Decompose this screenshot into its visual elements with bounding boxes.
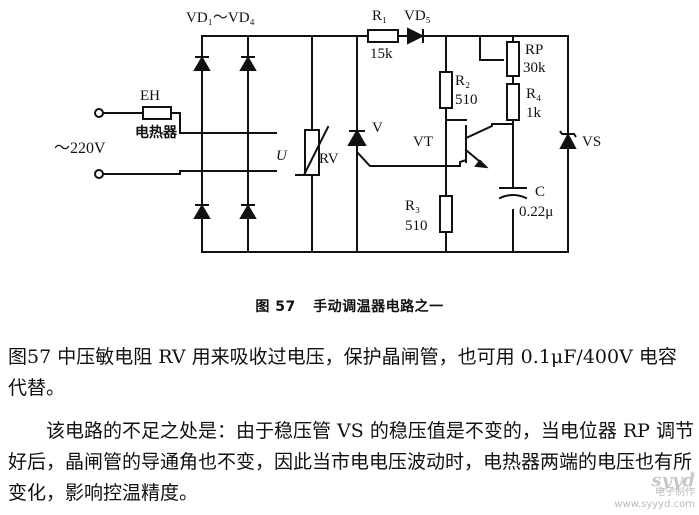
vt-emitter-lead (464, 123, 514, 140)
rp-wiper (479, 35, 504, 61)
label-r4: R₄ (526, 86, 541, 102)
rp-potentiometer (506, 41, 520, 77)
ac-terminal-bottom (94, 169, 104, 179)
label-r2: R₂ (455, 73, 470, 89)
diode-vd3 (193, 204, 211, 219)
label-r4-value: 1k (526, 105, 542, 121)
label-u: U (276, 148, 288, 164)
label-r1-value: 15k (370, 46, 393, 62)
rv-slash (295, 125, 330, 176)
figure-caption: 图 57 手动调温器电路之一 (0, 296, 699, 316)
label-mains: ～220V (54, 140, 106, 157)
watermark-line2: www.syyyd.com (614, 499, 695, 510)
paragraph-1-text: 图57 中压敏电阻 RV 用来吸收过电压，保护晶闸管，也可用 0.1μF/400… (8, 346, 677, 399)
paragraph-1: 图57 中压敏电阻 RV 用来吸收过电压，保护晶闸管，也可用 0.1μF/400… (8, 342, 694, 404)
rv-varistor (304, 129, 320, 176)
r1-resistor (367, 29, 399, 43)
capacitor-plate-bottom (498, 194, 528, 200)
label-vt: VT (413, 134, 433, 150)
r2-resistor (439, 71, 453, 109)
label-rv: RV (319, 151, 339, 167)
diode-vd2 (239, 56, 257, 71)
label-vd1-vd4: VD₁～VD₄ (186, 10, 255, 26)
label-heater: 电热器 (135, 124, 178, 141)
paragraph-2-text: 该电路的不足之处是：由于稳压管 VS 的稳压值是不变的，当电位器 RP 调节好后… (8, 420, 694, 504)
diode-vd1 (193, 56, 211, 71)
r4-resistor (506, 83, 520, 121)
label-vd5: VD₅ (404, 8, 431, 24)
label-vs: VS (582, 134, 601, 150)
label-c-value: 0.22μ (519, 204, 553, 220)
label-v: V (372, 120, 383, 136)
label-r3-value: 510 (405, 218, 428, 234)
vt-base-lead (459, 158, 468, 167)
label-rp: RP (525, 42, 543, 58)
diode-vd5 (407, 27, 425, 45)
thyristor-gate (355, 150, 461, 167)
r3-resistor (439, 195, 453, 233)
zener-vs (559, 130, 577, 149)
label-r3: R₃ (405, 198, 420, 214)
figure-caption-title: 手动调温器电路之一 (313, 299, 444, 315)
watermark: syyd 电子制作 www.syyyd.com (614, 470, 695, 511)
circuit-diagram: VD₁～VD₄ R₁ 15k VD₅ RP 30k R₂ 510 R₄ 1k E… (54, 8, 601, 253)
paragraph-2: 该电路的不足之处是：由于稳压管 VS 的稳压值是不变的，当电位器 RP 调节好后… (8, 416, 694, 509)
diode-vd4 (239, 204, 257, 219)
label-eh: EH (140, 88, 160, 104)
figure-caption-number: 图 57 (255, 299, 296, 315)
label-rp-value: 30k (523, 60, 546, 76)
ac-terminal-top (94, 108, 104, 118)
label-r2-value: 510 (455, 92, 478, 108)
watermark-line1: 电子制作 (655, 487, 695, 498)
eh-heater-resistor (142, 106, 172, 120)
label-r1: R₁ (372, 8, 387, 24)
wire-input-top (102, 112, 277, 134)
wire-input-bottom (102, 170, 277, 175)
label-c: C (535, 184, 545, 200)
vt-emitter-arrow (474, 159, 489, 169)
thyristor-v-symbol (347, 128, 367, 146)
watermark-logo: syyd (651, 470, 695, 491)
